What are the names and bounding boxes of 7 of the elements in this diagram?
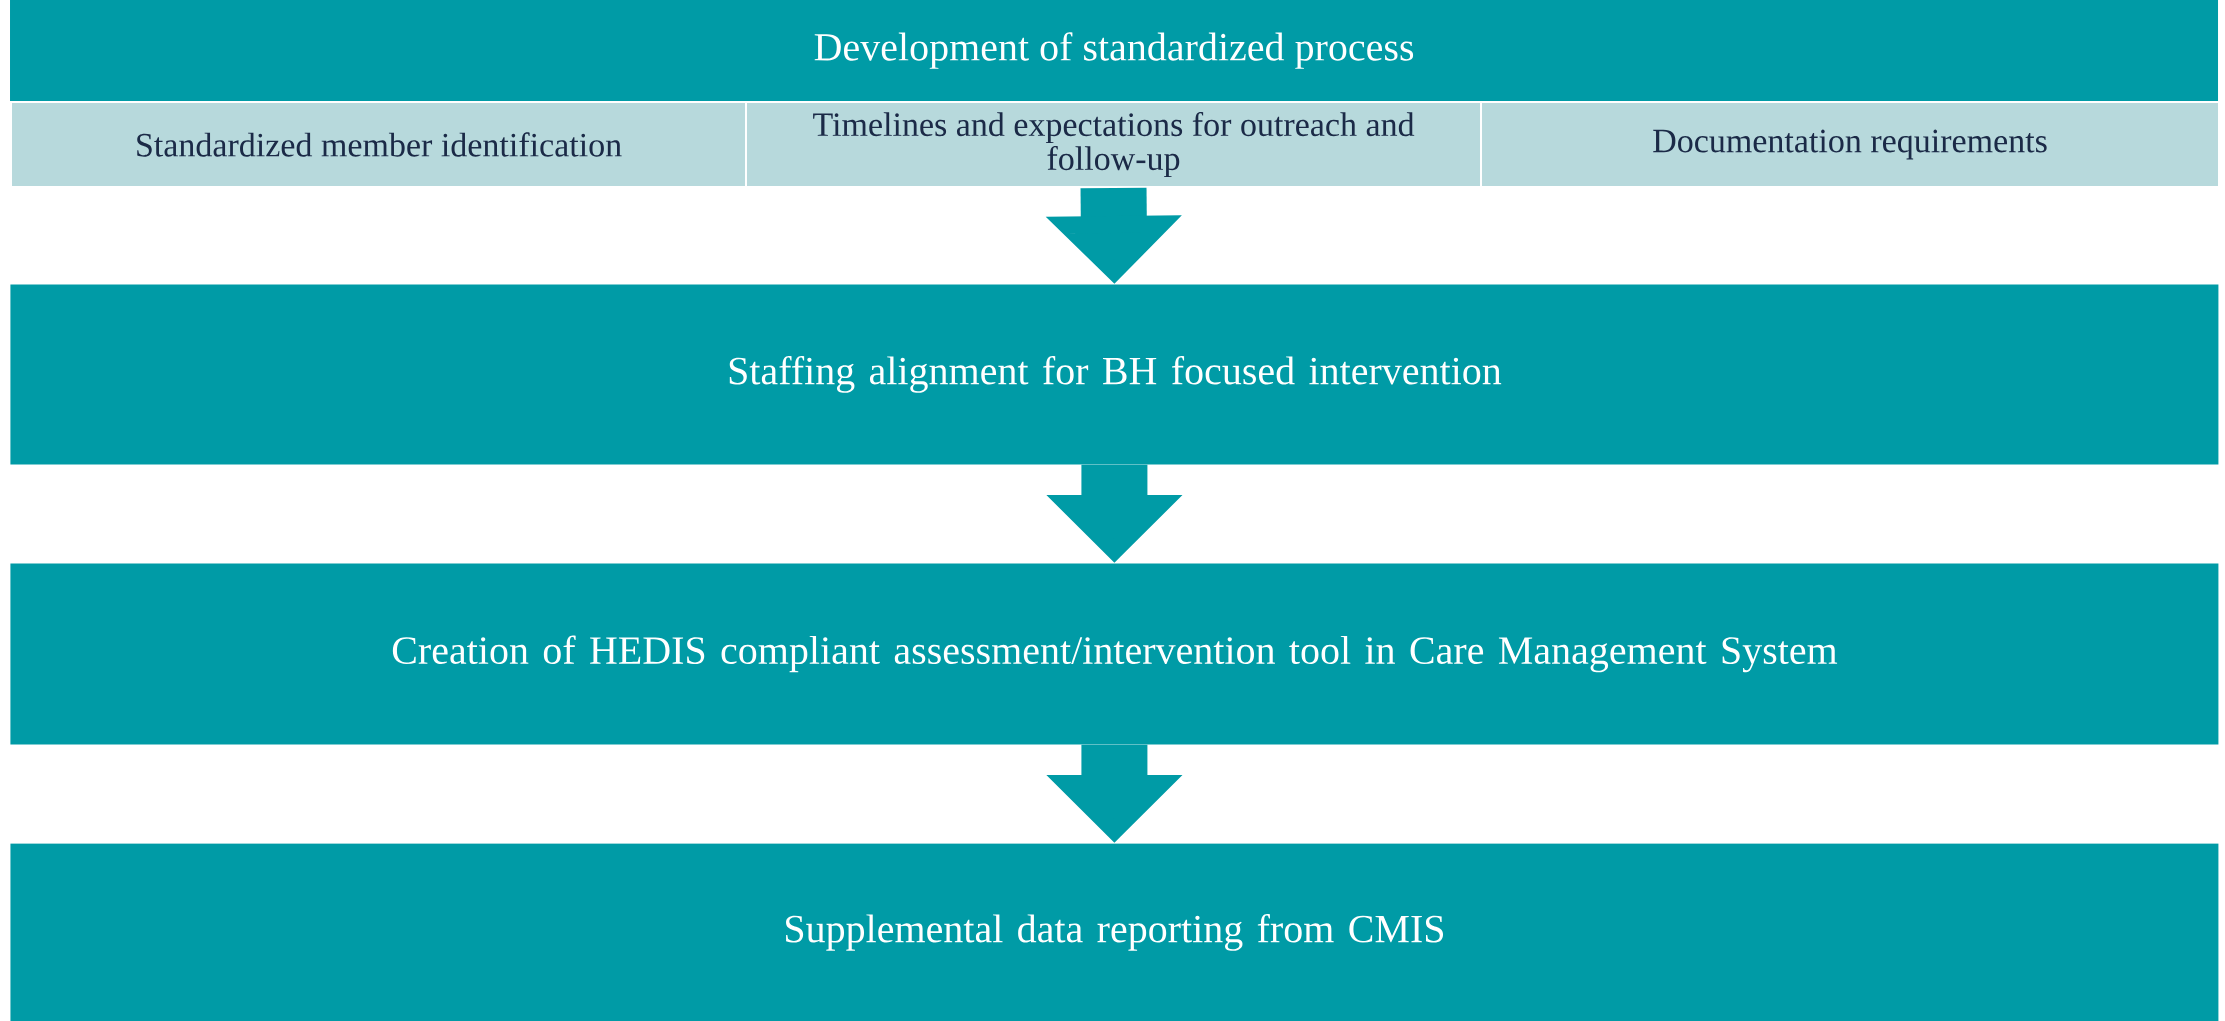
cell-box: Standardized member identification xyxy=(10,101,747,188)
header-box: Development of standardized process xyxy=(10,0,2218,101)
cell-box: Timelines and expectations for outreach and follow-up xyxy=(745,101,1482,188)
process-box: Supplemental data reporting from CMIS xyxy=(10,843,2219,1021)
process-box: Creation of HEDIS compliant assessment/intervention tool in Care Management System xyxy=(10,563,2219,745)
process-box: Staffing alignment for BH focused intervention xyxy=(10,284,2219,465)
cell-box: Documentation requirements xyxy=(1480,101,2221,188)
